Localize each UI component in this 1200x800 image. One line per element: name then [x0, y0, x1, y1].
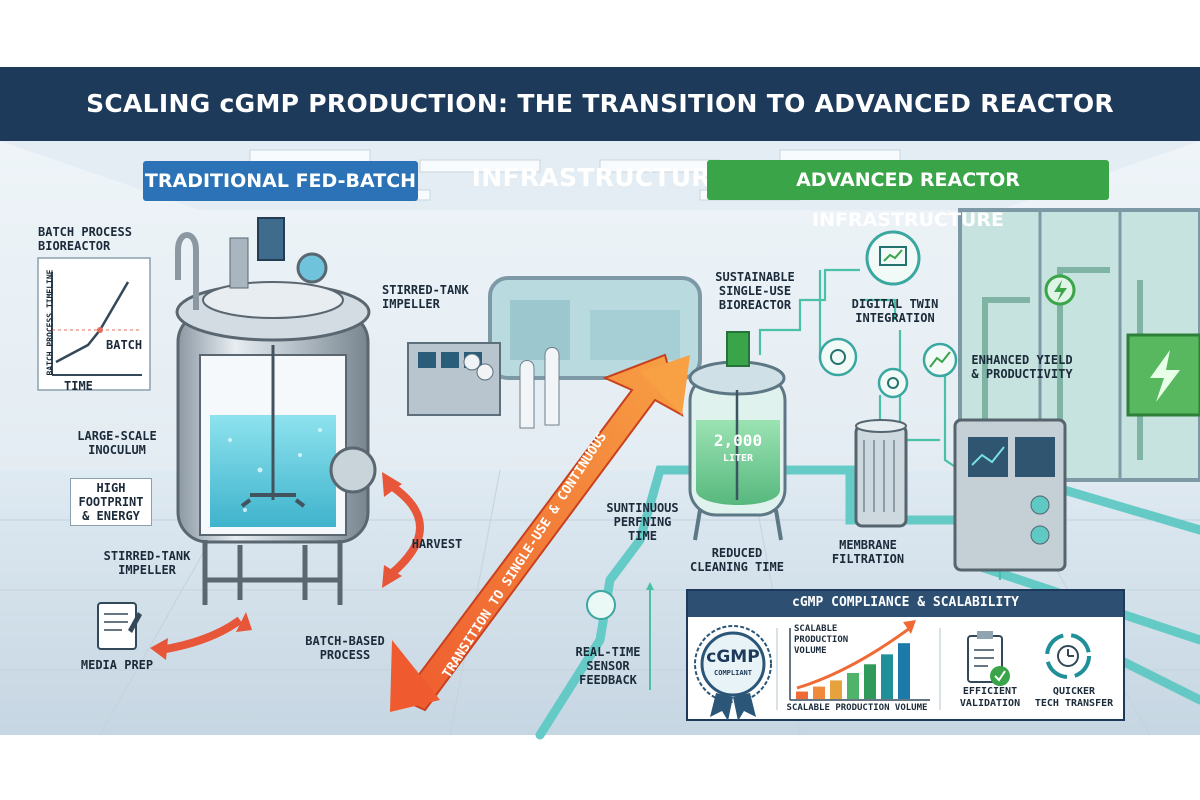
page-title: SCALING cGMP PRODUCTION: THE TRANSITION … [86, 89, 1114, 192]
traditional-header: TRADITIONAL FED-BATCH [143, 161, 418, 201]
media-prep-label: MEDIA PREP [80, 658, 154, 672]
reduced-cleaning-label: REDUCED CLEANING TIME [690, 546, 784, 574]
efficient-validation-label: EFFICIENT VALIDATION [959, 686, 1021, 709]
tank-volume-value: 2,000 [713, 431, 763, 450]
volume-bar [796, 691, 808, 699]
quicker-tech-transfer-label: QUICKER TECH TRANSFER [1034, 686, 1114, 709]
harvest-label: HARVEST [411, 537, 463, 551]
high-footprint-label: HIGH FOOTPRINT & ENERGY [70, 478, 152, 526]
seal-main: cGMP [706, 647, 760, 667]
sustainable-sub-label: SUSTAINABLE SINGLE-USE BIOREACTOR [715, 270, 795, 312]
chart-bottom-label: SCALABLE PRODUCTION VOLUME [786, 703, 928, 713]
digital-twin-label: DIGITAL TWIN INTEGRATION [851, 297, 939, 325]
timeline-axis-label: BATCH PROCESS TIMELINE [45, 269, 55, 376]
chart-top-label: SCALABLE PRODUCTION VOLUME [794, 624, 849, 656]
large-scale-inoculum-label: LARGE-SCALE INOCULUM [77, 429, 157, 457]
advanced-header: ADVANCED REACTOR INFRASTRUCTURE [707, 160, 1109, 231]
title-banner [0, 67, 1200, 141]
enhanced-yield-label: ENHANCED YIELD & PRODUCTIVITY [971, 353, 1073, 381]
membrane-filtration-label: MEMBRANE FILTRATION [831, 538, 905, 566]
tank-volume-unit: LITER [722, 453, 754, 464]
suntinuous-label: SUNTINUOUS PERFNING TIME [606, 501, 679, 543]
stirred-tank-impeller-bottom-label: STIRRED-TANK IMPELLER [103, 549, 191, 577]
volume-bar [830, 680, 842, 699]
volume-bar [864, 664, 876, 699]
seal-sub: COMPLIANT [714, 669, 752, 677]
compliance-title: cGMP COMPLIANCE & SCALABILITY [792, 595, 1019, 610]
volume-bar [813, 686, 825, 699]
volume-bar [898, 643, 910, 699]
batch-based-process-label: BATCH-BASED PROCESS [305, 634, 385, 662]
volume-bar [847, 672, 859, 699]
volume-bar [881, 654, 893, 699]
stirred-tank-impeller-top-label: STIRRED-TANK IMPELLER [382, 283, 469, 311]
batch-process-bioreactor-label: BATCH PROCESS BIOREACTOR [38, 225, 132, 253]
time-label: TIME [64, 379, 93, 393]
batch-label: BATCH [106, 338, 143, 352]
real-time-sensor-label: REAL-TIME SENSOR FEEDBACK [575, 645, 641, 687]
